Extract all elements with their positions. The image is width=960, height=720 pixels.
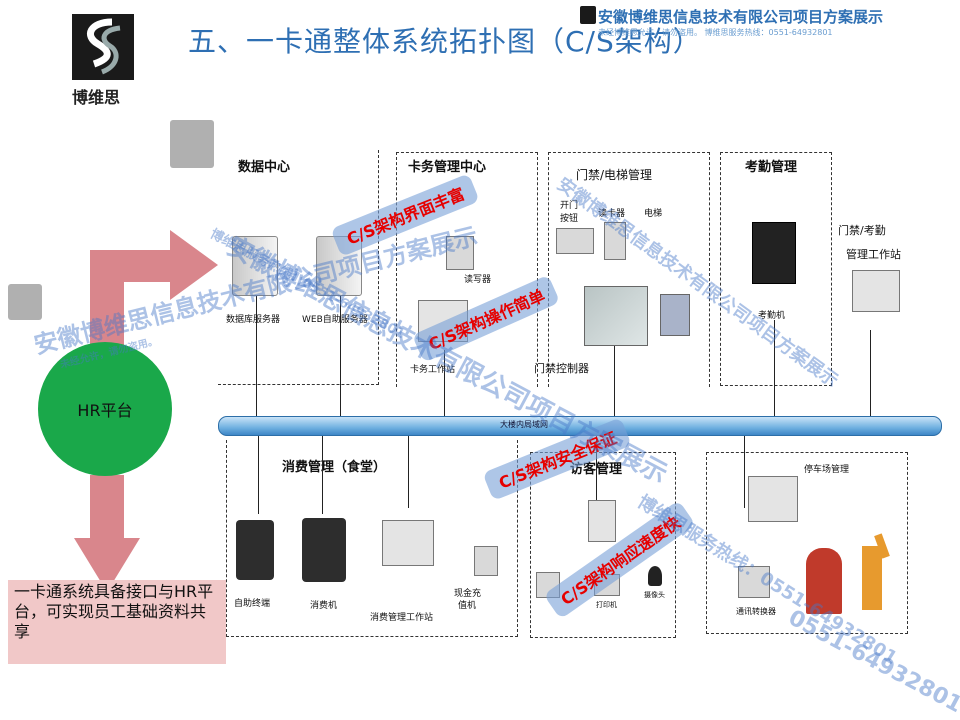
db-server-label: 数据库服务器 [226,315,281,325]
hr-arrows [74,230,218,592]
camera-label: 摄像头 [644,591,665,599]
attendance-workstation-label-2: 管理工作站 [846,248,901,261]
connector [614,340,615,416]
visitor-workstation-icon [588,500,616,542]
attendance-workstation-label-1: 门禁/考勤 [838,224,886,237]
converter-icon [738,566,770,598]
card-reader-writer-icon [446,236,474,270]
watermark-logo-icon [170,120,214,168]
consumption-box [226,440,518,637]
logo: 博维思 [68,14,138,107]
parking-box [706,452,908,634]
data-center-box [218,150,379,385]
card-management-title: 卡务管理中心 [408,160,487,175]
page-title: 五、一卡通整体系统拓扑图（C/S架构） [188,25,702,58]
down-arrow [74,475,140,592]
card-reader-label: 读卡器 [598,209,626,219]
hr-platform-label: HR平台 [77,401,133,420]
barrier-gate-icon [862,546,882,610]
consumption-title: 消费管理（食堂） [282,460,387,475]
self-service-terminal-label: 自助终端 [234,599,271,609]
access-control-box [548,152,710,387]
open-button-label: 开门按钮 [560,201,579,224]
recharge-machine-label-1: 现金充 [454,589,482,599]
lan-label: 大楼内局域网 [500,420,548,429]
attendance-workstation-icon [852,270,900,312]
web-server-label: WEB自助服务器 [302,315,368,325]
recharge-machine-label-2: 值机 [458,601,477,611]
card-workstation-label: 卡务工作站 [410,365,456,375]
connector [322,434,323,514]
company-name: 安徽博维思信息技术有限公司项目方案展示 [598,8,884,26]
connector [744,434,745,508]
open-button-icon [556,228,594,254]
parking-kiosk-icon [806,548,842,614]
card-reader-writer-label: 读写器 [464,275,492,285]
connector [408,434,409,508]
attendance-title: 考勤管理 [745,160,798,175]
data-center-title: 数据中心 [238,160,291,175]
camera-icon [648,566,662,586]
db-server-icon [232,236,278,296]
attendance-box [720,152,832,386]
hr-platform: HR平台 [38,342,172,476]
consumption-workstation-icon [382,520,434,566]
recharge-machine-icon [474,546,498,576]
printer-label: 打印机 [596,601,617,609]
logo-icon [72,14,134,80]
watermark-logo-icon [8,284,42,320]
connector [258,434,259,514]
connector [444,350,445,416]
parking-workstation-icon [748,476,798,522]
connector [256,290,257,416]
self-service-terminal-icon [236,520,274,580]
attendance-machine-label: 考勤机 [758,311,786,321]
hr-note: 一卡通系统具备接口与HR平台，可实现员工基础资料共享 [8,580,226,664]
access-control-title: 门禁/电梯管理 [576,168,653,182]
converter-label: 通讯转换器 [736,607,776,616]
up-right-arrow [90,230,218,350]
consumption-workstation-label: 消费管理工作站 [370,613,434,623]
company-logo-icon [580,6,596,24]
pos-machine-label: 消费机 [310,601,338,611]
connector [774,320,775,416]
connector [340,290,341,416]
connector [596,434,597,500]
access-controller-label: 门禁控制器 [534,362,589,375]
attendance-machine-icon [752,222,796,284]
card-reader-icon [604,222,626,260]
company-subline: 未经博维思允许，请勿盗用。 博维思服务热线：0551-64932801 [598,28,833,37]
parking-title: 停车场管理 [804,465,850,475]
pos-machine-icon [302,518,346,582]
elevator-label: 电梯 [644,209,663,219]
logo-text: 博维思 [72,88,121,107]
access-controller-icon [584,286,648,346]
connector [870,330,871,416]
card-management-box [396,152,538,387]
turnstile-icon [660,294,690,336]
